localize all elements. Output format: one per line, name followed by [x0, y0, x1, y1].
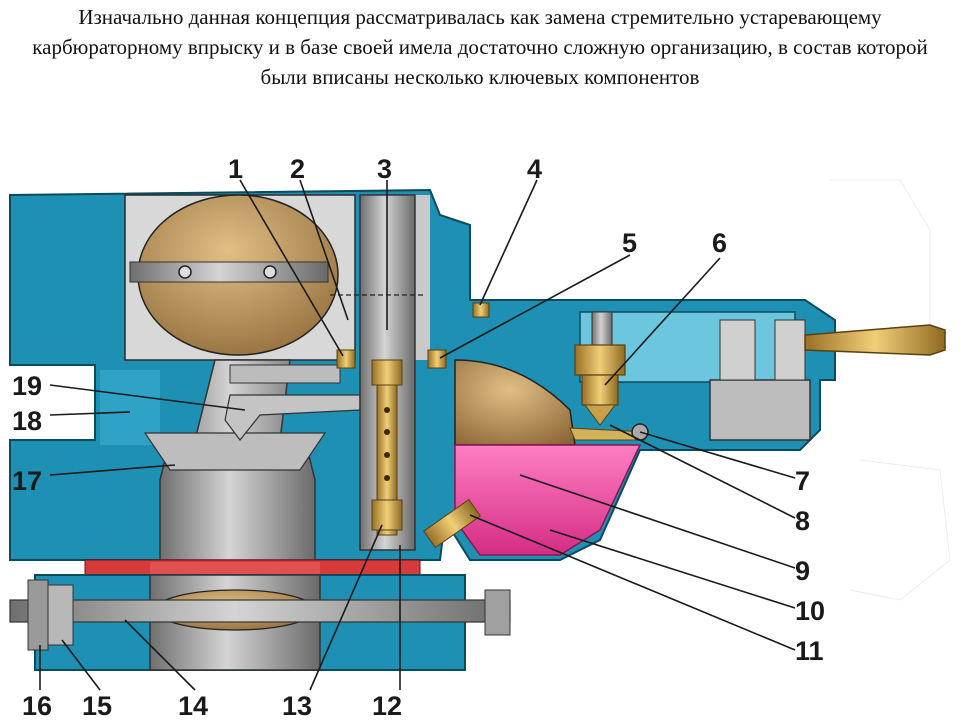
callout-18: 18: [12, 406, 42, 436]
idle-jet: [427, 349, 447, 369]
callout-1: 1: [228, 154, 243, 184]
air-damper: [129, 194, 339, 356]
callout-3: 3: [377, 154, 392, 184]
background-ghost: [830, 179, 951, 601]
callout-10: 10: [795, 596, 825, 626]
callout-16: 16: [22, 691, 52, 720]
leader-lines: [39, 179, 796, 691]
main-fuel-jet: [423, 498, 482, 549]
callout-7: 7: [795, 466, 810, 496]
throttle-axle: [9, 599, 511, 623]
callout-numbers: 1 2 3 4 5 6 7 8 9 10 11 12 13 14 15 16 1…: [12, 154, 825, 720]
callout-11: 11: [795, 636, 824, 666]
air-jet: [336, 349, 356, 369]
callout-13: 13: [282, 691, 312, 720]
callout-19: 19: [12, 371, 42, 401]
callout-17: 17: [12, 466, 42, 496]
callout-14: 14: [178, 691, 208, 720]
callout-8: 8: [795, 506, 810, 536]
callout-5: 5: [622, 228, 637, 258]
callout-9: 9: [795, 556, 810, 586]
callout-12: 12: [372, 691, 402, 720]
top-jet: [472, 302, 490, 318]
callout-6: 6: [712, 228, 727, 258]
slide-heading: Изначально данная концепция рассматривал…: [32, 5, 928, 89]
needle-valve: [574, 311, 626, 426]
carburetor-diagram: 1 2 3 4 5 6 7 8 9 10 11 12 13 14 15 16 1…: [9, 154, 951, 720]
callout-4: 4: [527, 154, 542, 184]
throttle-base: [9, 559, 511, 671]
callout-2: 2: [290, 154, 305, 184]
callout-15: 15: [82, 691, 112, 720]
fuel-inlet: [709, 319, 946, 441]
diffuser: [143, 359, 361, 561]
